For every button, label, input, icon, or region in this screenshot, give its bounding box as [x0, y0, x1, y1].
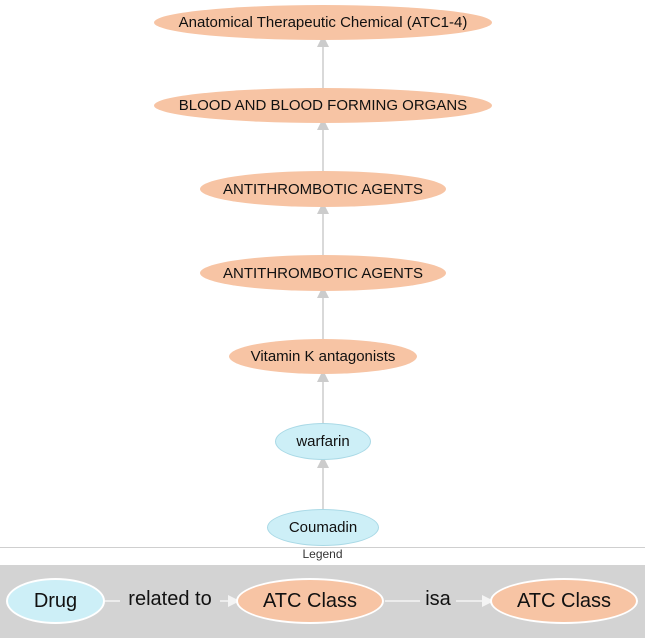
legend-atc-label-2: ATC Class — [516, 589, 612, 612]
legend-isa-label: isa — [420, 588, 456, 611]
atc-antithrombotic-label-2: ANTITHROMBOTIC AGENTS — [222, 264, 423, 282]
atc-blood-label: BLOOD AND BLOOD FORMING ORGANS — [178, 97, 468, 114]
legend-atc-label-1: ATC Class — [262, 589, 358, 612]
atc-blood-node[interactable]: BLOOD AND BLOOD FORMING ORGANS — [154, 88, 492, 123]
hierarchy-edges — [317, 35, 329, 510]
legend-drug-label: Drug — [33, 589, 78, 612]
legend-related-label: related to — [120, 588, 220, 611]
drug-warfarin-node[interactable]: warfarin — [275, 423, 371, 460]
atc-antithrombotic-node-1[interactable]: ANTITHROMBOTIC AGENTS — [200, 171, 446, 207]
legend-atc-node-1: ATC Class — [236, 578, 384, 624]
atc-antithrombotic-label-1: ANTITHROMBOTIC AGENTS — [222, 180, 423, 198]
legend-title: Legend — [302, 547, 343, 561]
atc-vitamin-k-label: Vitamin K antagonists — [250, 348, 396, 365]
atc-root-label: Anatomical Therapeutic Chemical (ATC1-4) — [178, 14, 468, 31]
atc-antithrombotic-node-2[interactable]: ANTITHROMBOTIC AGENTS — [200, 255, 446, 291]
drug-coumadin-node[interactable]: Coumadin — [267, 509, 379, 546]
atc-vitamin-k-node[interactable]: Vitamin K antagonists — [229, 339, 417, 374]
legend-drug-node: Drug — [6, 578, 105, 624]
legend-divider — [0, 547, 645, 548]
atc-root-node[interactable]: Anatomical Therapeutic Chemical (ATC1-4) — [154, 5, 492, 40]
drug-warfarin-label: warfarin — [296, 433, 350, 450]
drug-coumadin-label: Coumadin — [288, 519, 358, 536]
legend-atc-node-2: ATC Class — [490, 578, 638, 624]
